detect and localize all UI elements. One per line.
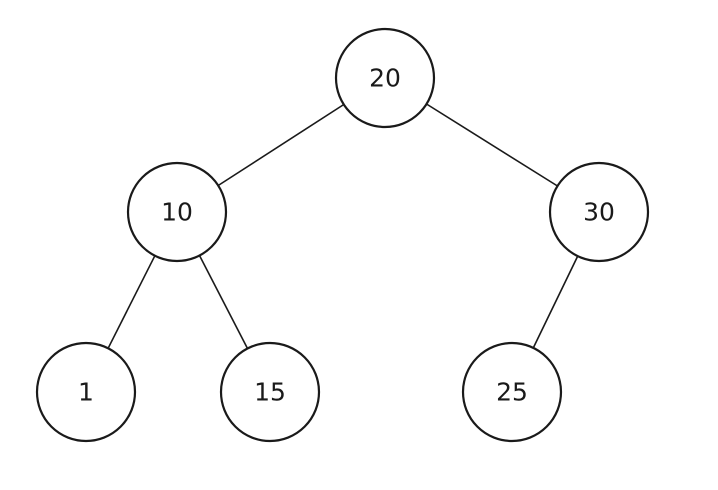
node-circle bbox=[126, 161, 228, 263]
node-circle bbox=[461, 341, 563, 443]
node-label: 15 bbox=[254, 378, 286, 407]
node-circle bbox=[219, 341, 321, 443]
edge-20-30 bbox=[426, 103, 558, 187]
node-label: 10 bbox=[161, 198, 193, 227]
node-label: 25 bbox=[496, 378, 528, 407]
node-label: 30 bbox=[583, 198, 615, 227]
node-circle bbox=[334, 27, 436, 129]
edge-30-25 bbox=[532, 255, 579, 349]
tree-node-1: 1 bbox=[35, 341, 137, 443]
node-circle bbox=[35, 341, 137, 443]
node-label: 1 bbox=[78, 378, 94, 407]
edge-10-1 bbox=[107, 255, 156, 349]
tree-node-30: 30 bbox=[548, 161, 650, 263]
tree-node-10: 10 bbox=[126, 161, 228, 263]
node-label: 20 bbox=[369, 64, 401, 93]
tree-node-20: 20 bbox=[334, 27, 436, 129]
nodes-layer: 20 10 30 1 15 25 bbox=[35, 27, 650, 443]
edge-20-10 bbox=[217, 103, 345, 187]
node-circle bbox=[548, 161, 650, 263]
tree-node-15: 15 bbox=[219, 341, 321, 443]
tree-node-25: 25 bbox=[461, 341, 563, 443]
edges-layer bbox=[107, 103, 579, 349]
edge-10-15 bbox=[198, 255, 249, 349]
